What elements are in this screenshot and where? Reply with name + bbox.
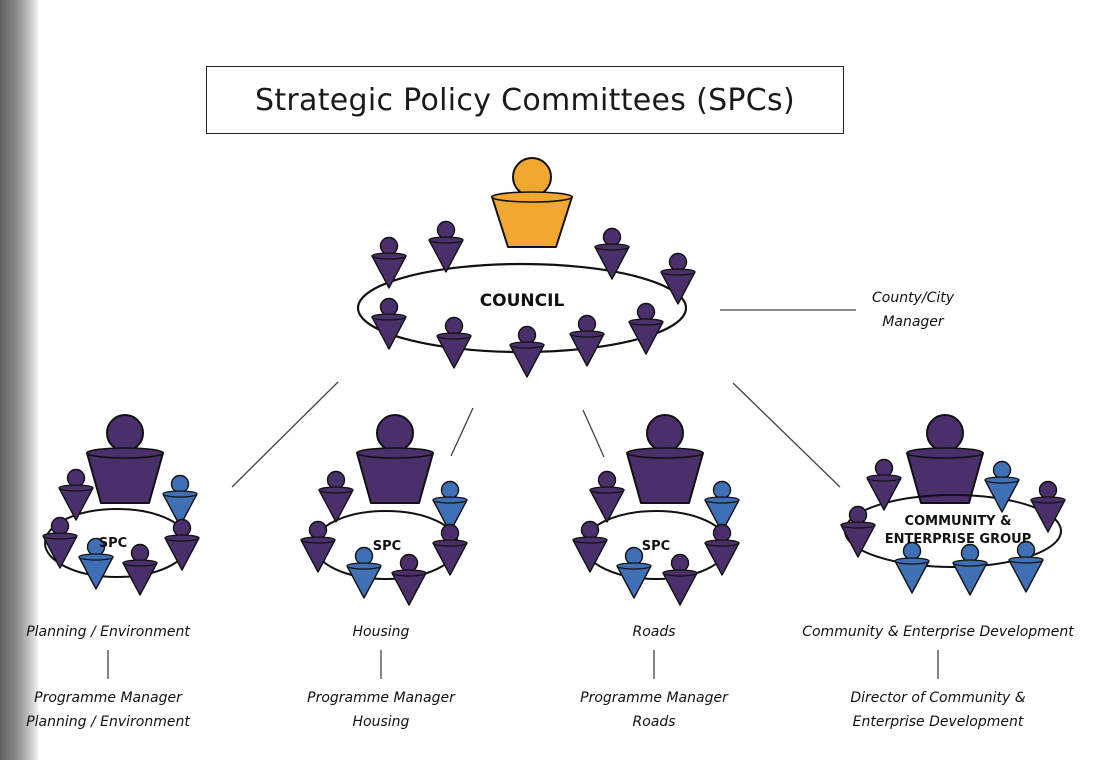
housing-officer-label: Programme Manager Housing — [281, 686, 481, 734]
council-member-icon — [436, 316, 472, 369]
group-leader-icon — [906, 414, 984, 504]
spc-member-icon — [662, 553, 698, 606]
officer-line2: Enterprise Development — [852, 714, 1024, 730]
manager-label: County/City Manager — [858, 286, 968, 334]
council-member-icon — [509, 325, 545, 378]
community-officer-label: Director of Community & Enterprise Devel… — [818, 686, 1058, 734]
spc-member-icon — [122, 543, 158, 596]
council-label: COUNCIL — [480, 291, 565, 311]
council-member-icon — [628, 302, 664, 355]
spc-member-icon — [164, 518, 200, 571]
group-member-icon — [984, 460, 1020, 513]
spc-leader-icon — [626, 414, 704, 504]
council-member-icon — [660, 252, 696, 305]
group-member-icon — [894, 541, 930, 594]
connector-planning — [231, 381, 339, 488]
spc-leader-icon — [86, 414, 164, 504]
council-member-icon — [428, 220, 464, 273]
planning-area-label: Planning / Environment — [26, 624, 190, 640]
spc-planning-group: SPC — [42, 414, 200, 596]
connector-lines — [107, 309, 939, 679]
planning-officer-label: Programme Manager Planning / Environment — [18, 686, 198, 734]
community-enterprise-group: COMMUNITY & ENTERPRISE GROUP — [840, 414, 1066, 596]
spc-member-icon — [346, 546, 382, 599]
spc-member-icon — [300, 520, 336, 573]
spc-leader-icon — [356, 414, 434, 504]
officer-line2: Roads — [632, 714, 676, 730]
council-member-icon — [569, 314, 605, 367]
roads-officer-label: Programme Manager Roads — [554, 686, 754, 734]
spc-label: SPC — [642, 539, 670, 554]
council-member-icon — [594, 227, 630, 280]
group-label-line1: COMMUNITY & — [905, 514, 1012, 529]
community-area-label: Community & Enterprise Development — [802, 624, 1074, 640]
title-box: Strategic Policy Committees (SPCs) — [206, 66, 844, 134]
officer-line1: Programme Manager — [34, 690, 182, 706]
page-title: Strategic Policy Committees (SPCs) — [255, 82, 795, 118]
officer-line2: Planning / Environment — [26, 714, 190, 730]
spc-member-icon — [616, 546, 652, 599]
manager-label-line2: Manager — [882, 314, 944, 330]
page-binding-shadow — [0, 0, 38, 760]
group-member-icon — [840, 505, 876, 558]
roads-area-label: Roads — [632, 624, 676, 640]
group-member-icon — [866, 458, 902, 511]
spc-label: SPC — [373, 539, 401, 554]
housing-area-label: Housing — [352, 624, 410, 640]
spc-member-icon — [391, 553, 427, 606]
council-leader-icon — [491, 157, 573, 248]
officer-line2: Housing — [352, 714, 410, 730]
group-member-icon — [1008, 540, 1044, 593]
manager-label-line1: County/City — [871, 290, 955, 306]
spc-member-icon — [42, 516, 78, 569]
spc-member-icon — [318, 470, 354, 523]
connector-housing — [450, 407, 474, 457]
spc-member-icon — [589, 470, 625, 523]
council-member-icon — [371, 297, 407, 350]
spc-roads-group: SPC — [572, 414, 740, 606]
connector-community — [732, 382, 841, 488]
officer-line1: Programme Manager — [307, 690, 455, 706]
council-group: COUNCIL — [356, 157, 696, 378]
spc-member-icon — [572, 520, 608, 573]
group-member-icon — [952, 543, 988, 596]
spc-label: SPC — [99, 536, 127, 551]
officer-line1: Director of Community & — [850, 690, 1026, 706]
officer-line1: Programme Manager — [580, 690, 728, 706]
council-member-icon — [371, 236, 407, 289]
group-label-line2: ENTERPRISE GROUP — [885, 532, 1031, 547]
connector-roads — [582, 409, 605, 458]
spc-housing-group: SPC — [300, 414, 468, 606]
